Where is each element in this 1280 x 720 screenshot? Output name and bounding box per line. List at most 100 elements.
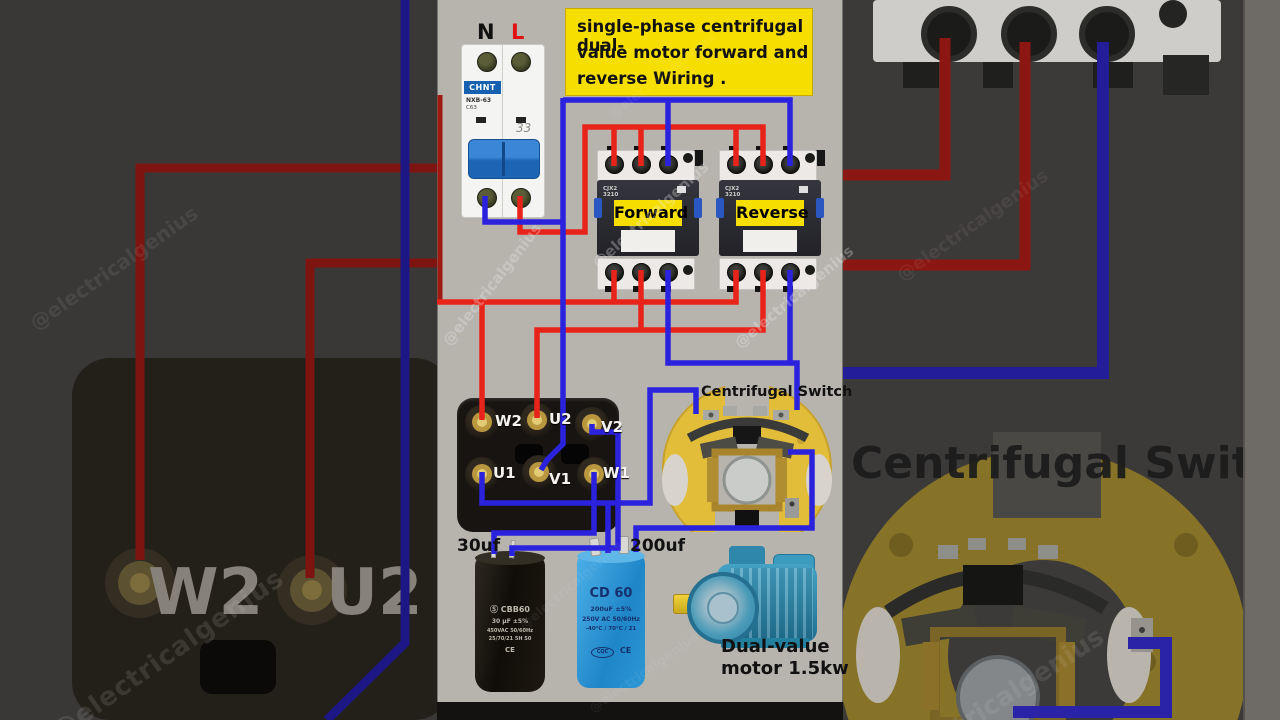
title-line: value motor forward and [577, 43, 809, 62]
centrifugal-switch-label: Centrifugal Switch [701, 384, 853, 400]
circuit-breaker: CHNT NXB-63 C63 33 [461, 44, 545, 218]
breaker-terminal-screw [511, 52, 531, 72]
contactor-model-line: 3210 [725, 192, 741, 198]
contactor-aux-terminal [683, 153, 693, 163]
breaker-toggle-slot [502, 142, 505, 176]
bg-wire-red [843, 42, 1031, 271]
terminal-w2 [465, 405, 499, 439]
contactor-terminal [659, 155, 678, 174]
contactor-side-clip [716, 198, 724, 218]
contactor-aux-terminal [805, 265, 815, 275]
cap-spec: 250V AC 50/60Hz [582, 616, 640, 623]
motor-flange [687, 572, 759, 644]
motor-terminal-block [457, 398, 619, 532]
bg-contactor-foot [983, 62, 1013, 88]
cap-spec: -40°C / 70°C / 21 [585, 626, 637, 632]
bg-brass-terminal [130, 573, 150, 593]
bg-right-wires [843, 38, 1172, 718]
contactor-foot [633, 286, 643, 292]
panel-bottom-bar [437, 702, 843, 720]
contactor-terminal [754, 155, 773, 174]
bg-wire-red [305, 258, 437, 578]
contactor-foot [727, 286, 737, 292]
capacitor-200uf: CD 60 200uF ±5% 250V AC 50/60Hz -40°C / … [577, 549, 645, 688]
wiring-diagram-panel: N L CHNT NXB-63 C63 33 single-phase cent… [437, 0, 857, 720]
cap-200uf-label: 200uf [630, 536, 685, 556]
contactor-foot [605, 286, 615, 292]
breaker-toggle-handle[interactable] [468, 139, 540, 179]
centrifugal-switch-graphic [662, 382, 832, 532]
bg-brass-terminal [302, 580, 322, 600]
terminal-label-v2: V2 [601, 418, 624, 436]
centrifugal-switch [655, 380, 839, 532]
bg-right-edge-band [1243, 0, 1280, 720]
bg-wire-red [843, 38, 951, 181]
breaker-line-label: L [511, 20, 525, 44]
contactor-terminal [781, 263, 800, 282]
contactor-terminal [632, 155, 651, 174]
bg-wire-blue [843, 42, 1109, 379]
contactor-model-line: 3210 [603, 192, 619, 198]
capacitor-pin [588, 537, 602, 557]
terminal-label-u1: U1 [493, 464, 516, 482]
contactor-side-clip [594, 198, 602, 218]
contactor-reverse-label: Reverse [736, 200, 809, 226]
watermark: @electricalgenius [439, 220, 546, 350]
contactor-side-clip [816, 198, 824, 218]
title-line: single-phase centrifugal dual- [577, 17, 804, 55]
cap-spec: 200uF ±5% [590, 605, 632, 613]
motor-label-line2: motor 1.5kw [721, 658, 849, 679]
breaker-neutral-label: N [477, 20, 495, 44]
title-line: reverse Wiring . [577, 69, 727, 88]
breaker-model-text: NXB-63 [466, 97, 492, 104]
bg-contactor-foot [1163, 55, 1209, 95]
contactor-side-clip [694, 198, 702, 218]
breaker-cert-mark: 33 [516, 121, 532, 135]
bg-wire-blue [323, 0, 410, 720]
contactor-foot [755, 286, 765, 292]
terminal-label-v1: V1 [549, 470, 572, 488]
motor-hub [707, 592, 739, 624]
bg-wire-red [135, 163, 437, 560]
contactor-forward: CJX2 3210 Forward [594, 146, 703, 292]
cap-spec: 25/70/21 5H S0 [488, 636, 532, 642]
contactor-terminal [605, 263, 624, 282]
contactor-terminal [605, 155, 624, 174]
bg-terminal-cutout [200, 640, 276, 694]
terminal-label-u2: U2 [549, 410, 572, 428]
contactor-terminal [754, 263, 773, 282]
contactor-model: CJX2 3210 [725, 186, 740, 198]
contactor-reverse: CJX2 3210 Reverse [716, 146, 825, 292]
cap-cert-oval: CQC [590, 647, 615, 658]
bg-contactor-aux [1159, 0, 1187, 28]
breaker-brand-badge: CHNT [464, 81, 501, 94]
contactor-terminal [659, 263, 678, 282]
background-right-strip: Centrifugal Switch @electricalgenius @el… [843, 0, 1280, 720]
motor [673, 546, 833, 656]
capacitor-30uf: Ⓢ CBB60 30 μF ±5% 450VAC 50/60Hz 25/70/2… [475, 551, 545, 692]
breaker-terminal-screw [477, 52, 497, 72]
terminal-label-w1: W1 [603, 464, 630, 482]
contactor-terminal [781, 155, 800, 174]
contactor-model: CJX2 3210 [603, 186, 618, 198]
contactor-nameplate [621, 230, 675, 252]
contactor-aux-terminal [683, 265, 693, 275]
breaker-window [476, 117, 486, 123]
contactor-foot [661, 286, 671, 292]
title-box: single-phase centrifugal dual- value mot… [565, 8, 813, 96]
cap-spec: 30 μF ±5% [491, 618, 529, 625]
contactor-indicator-window [677, 186, 686, 193]
capacitor-pin [619, 536, 629, 554]
breaker-terminal-screw [477, 188, 497, 208]
cap-ce-mark: CE [505, 646, 515, 654]
breaker-window [516, 117, 526, 123]
bg-left-wires [135, 0, 437, 720]
cap-ce-mark: CE [619, 646, 632, 655]
bg-centrifugal-switch [843, 432, 1248, 720]
motor-feet [721, 638, 809, 648]
contactor-terminal [632, 263, 651, 282]
motor-label-line1: Dual-value [721, 636, 830, 657]
bg-wire-blue [1013, 637, 1172, 718]
contactor-aux-terminal [805, 153, 815, 163]
